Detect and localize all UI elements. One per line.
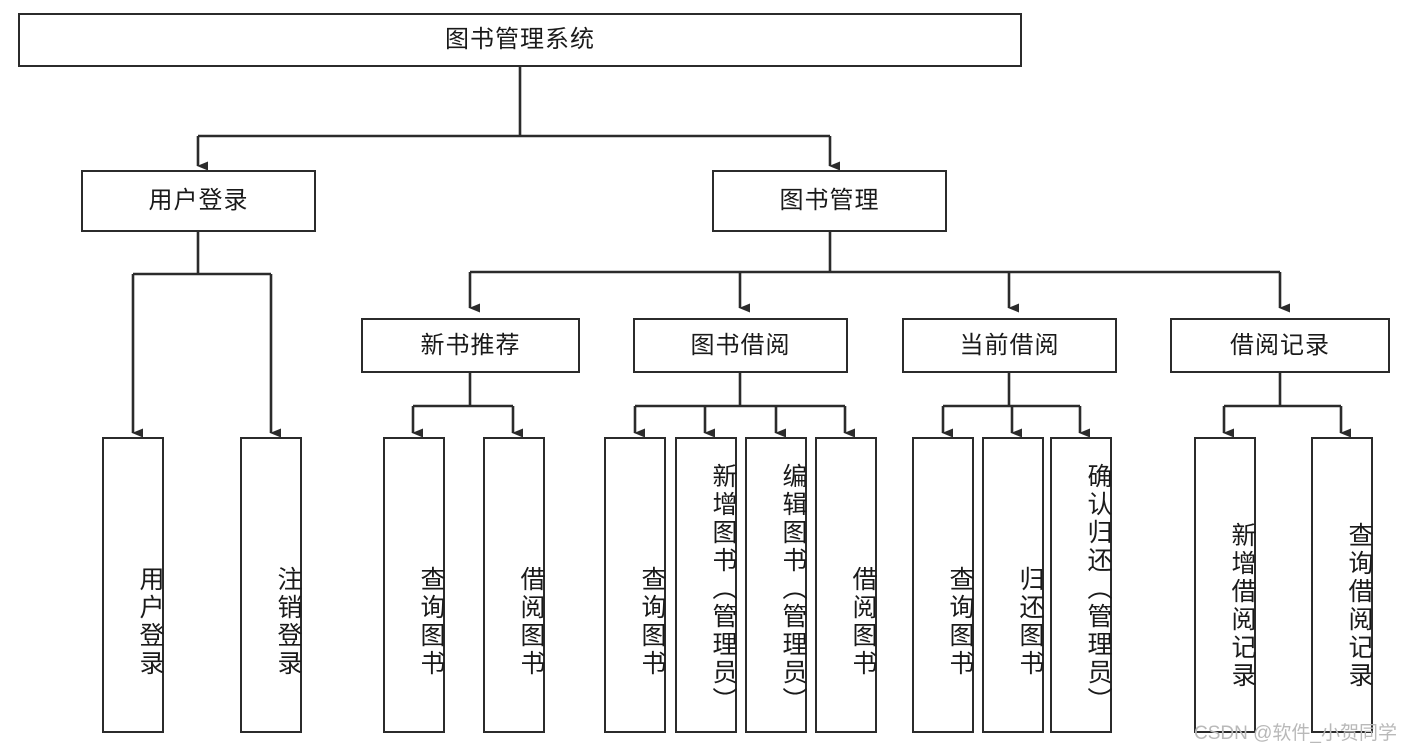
leaf-logout-login[interactable]: 注销登录 bbox=[240, 437, 302, 733]
leaf-user-login[interactable]: 用户登录 bbox=[102, 437, 164, 733]
leaf-borrow-book-2[interactable]: 借阅图书 bbox=[815, 437, 877, 733]
node-borrow-record-label: 借阅记录 bbox=[1230, 331, 1330, 359]
leaf-borrow-book-2-label: 借阅图书 bbox=[849, 566, 877, 678]
leaf-borrow-book-1-label: 借阅图书 bbox=[517, 566, 545, 678]
leaf-add-book-label: 新增图书（管理员） bbox=[709, 463, 737, 715]
leaf-edit-book[interactable]: 编辑图书（管理员） bbox=[745, 437, 807, 733]
node-new-book-recommend[interactable]: 新书推荐 bbox=[361, 318, 580, 373]
leaf-add-record-label: 新增借阅记录 bbox=[1228, 522, 1256, 690]
leaf-logout-login-label: 注销登录 bbox=[274, 566, 302, 678]
node-book-management[interactable]: 图书管理 bbox=[712, 170, 947, 232]
leaf-edit-book-label: 编辑图书（管理员） bbox=[779, 463, 807, 715]
node-new-book-recommend-label: 新书推荐 bbox=[420, 331, 521, 359]
node-root-label: 图书管理系统 bbox=[445, 26, 595, 53]
leaf-query-book-3-label: 查询图书 bbox=[946, 566, 974, 678]
leaf-query-book-1[interactable]: 查询图书 bbox=[383, 437, 445, 733]
node-user-login[interactable]: 用户登录 bbox=[81, 170, 316, 232]
node-book-borrow[interactable]: 图书借阅 bbox=[633, 318, 848, 373]
leaf-return-book-label: 归还图书 bbox=[1016, 566, 1044, 678]
leaf-confirm-return[interactable]: 确认归还（管理员） bbox=[1050, 437, 1112, 733]
node-book-management-label: 图书管理 bbox=[779, 187, 880, 214]
node-user-login-label: 用户登录 bbox=[148, 187, 249, 214]
node-root[interactable]: 图书管理系统 bbox=[18, 13, 1022, 67]
leaf-query-book-3[interactable]: 查询图书 bbox=[912, 437, 974, 733]
leaf-add-book[interactable]: 新增图书（管理员） bbox=[675, 437, 737, 733]
node-current-borrow[interactable]: 当前借阅 bbox=[902, 318, 1117, 373]
leaf-query-book-2[interactable]: 查询图书 bbox=[604, 437, 666, 733]
node-book-borrow-label: 图书借阅 bbox=[690, 331, 791, 359]
leaf-add-record[interactable]: 新增借阅记录 bbox=[1194, 437, 1256, 733]
leaf-query-book-1-label: 查询图书 bbox=[417, 566, 445, 678]
node-borrow-record[interactable]: 借阅记录 bbox=[1170, 318, 1390, 373]
leaf-return-book[interactable]: 归还图书 bbox=[982, 437, 1044, 733]
leaf-query-book-2-label: 查询图书 bbox=[638, 566, 666, 678]
node-current-borrow-label: 当前借阅 bbox=[959, 331, 1060, 359]
leaf-query-record[interactable]: 查询借阅记录 bbox=[1311, 437, 1373, 733]
leaf-query-record-label: 查询借阅记录 bbox=[1345, 522, 1373, 690]
leaf-user-login-label: 用户登录 bbox=[136, 566, 164, 678]
csdn-watermark: CSDN @软件_小贺同学 bbox=[1194, 723, 1397, 744]
leaf-confirm-return-label: 确认归还（管理员） bbox=[1084, 463, 1112, 715]
leaf-borrow-book-1[interactable]: 借阅图书 bbox=[483, 437, 545, 733]
